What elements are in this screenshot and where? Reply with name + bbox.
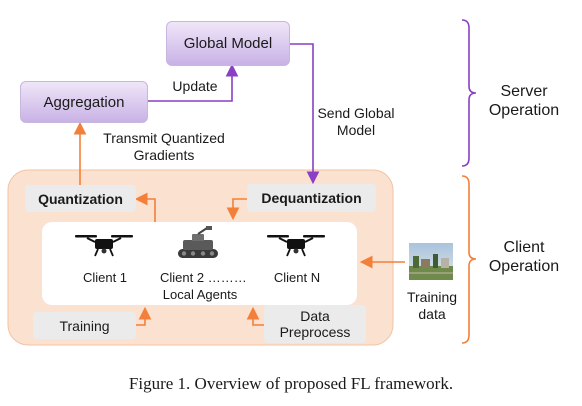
aggregation-label: Aggregation bbox=[43, 93, 125, 111]
training-data-label: Training data bbox=[406, 289, 458, 322]
figure-caption: Figure 1. Overview of proposed FL framew… bbox=[128, 374, 454, 393]
quantization-box: Quantization bbox=[25, 185, 136, 212]
client-n-label: Client N bbox=[273, 270, 321, 285]
agents-to-quantization-arrow bbox=[134, 192, 156, 222]
global-model-box: Global Model bbox=[166, 21, 290, 66]
data-preprocess-label: Data Preprocess bbox=[279, 307, 351, 340]
training-box: Training bbox=[33, 312, 136, 339]
client-1-label: Client 1 bbox=[82, 270, 128, 285]
client-2-label: Client 2 ……… bbox=[160, 270, 247, 285]
data-preprocess-box: Data Preprocess bbox=[264, 305, 366, 343]
robot-icon bbox=[178, 226, 218, 258]
dequantization-label: Dequantization bbox=[261, 190, 362, 206]
drone-icon bbox=[267, 235, 325, 257]
preprocess-to-agents-arrow bbox=[246, 306, 264, 326]
training-data-image bbox=[409, 243, 453, 280]
training-to-agents-arrow bbox=[136, 306, 152, 326]
quantization-label: Quantization bbox=[38, 190, 123, 207]
local-agents-label: Local Agents bbox=[162, 287, 238, 302]
update-label: Update bbox=[172, 78, 218, 94]
server-brace bbox=[461, 19, 477, 167]
server-operation-label: Server Operation bbox=[488, 83, 560, 120]
send-global-model-label: Send Global Model bbox=[317, 105, 395, 138]
client-brace bbox=[461, 175, 477, 344]
aggregation-box: Aggregation bbox=[20, 81, 148, 123]
update-arrow bbox=[148, 63, 239, 102]
drone-icon bbox=[75, 235, 133, 257]
dequantization-box: Dequantization bbox=[247, 184, 376, 212]
training-label: Training bbox=[59, 317, 110, 334]
client-operation-label: Client Operation bbox=[488, 239, 560, 276]
send-global-model-arrow bbox=[290, 43, 320, 185]
dequantization-to-agents-arrow bbox=[226, 198, 247, 221]
transmit-label: Transmit Quantized Gradients bbox=[103, 130, 225, 163]
global-model-label: Global Model bbox=[183, 35, 273, 52]
local-agents-panel bbox=[42, 222, 357, 305]
